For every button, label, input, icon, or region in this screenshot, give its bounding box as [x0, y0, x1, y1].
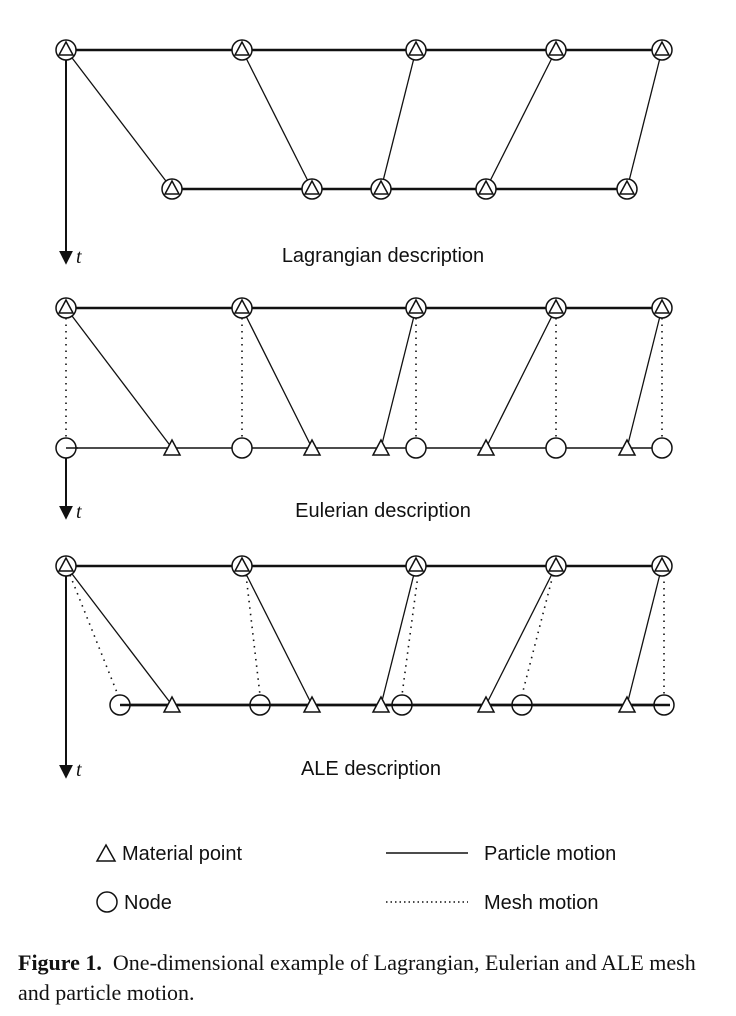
node	[545, 437, 567, 459]
panel-caption-ale: ALE description	[301, 758, 441, 780]
material-point	[476, 438, 496, 456]
material-point	[162, 438, 182, 456]
figure-caption-text: One-dimensional example of Lagrangian, E…	[18, 950, 696, 1005]
legend-node-label: Node	[124, 892, 172, 914]
nodes	[55, 555, 675, 716]
material-point	[617, 695, 637, 713]
particle-motion-lines	[65, 307, 663, 449]
material-point	[618, 179, 636, 195]
panel-caption-lagrangian: Lagrangian description	[282, 245, 484, 267]
panel-lagrangian	[55, 39, 673, 265]
material-point	[371, 438, 391, 456]
node	[231, 437, 253, 459]
material-points	[57, 40, 671, 195]
material-point	[57, 40, 75, 56]
nodes	[55, 297, 673, 459]
material-point	[407, 40, 425, 56]
material-points	[57, 298, 671, 456]
node	[405, 437, 427, 459]
time-label: t	[76, 501, 82, 523]
material-point	[653, 298, 671, 314]
material-point	[617, 438, 637, 456]
time-label: t	[76, 759, 82, 781]
particle-motion-lines	[65, 49, 663, 190]
legend	[95, 843, 468, 913]
material-point	[302, 438, 322, 456]
material-point	[57, 298, 75, 314]
legend-particle-motion-label: Particle motion	[484, 843, 616, 865]
material-point	[653, 556, 671, 572]
material-point-legend-icon	[95, 843, 117, 862]
node-legend-icon	[96, 891, 118, 913]
legend-mesh-motion-label: Mesh motion	[484, 892, 599, 914]
material-point	[162, 695, 182, 713]
material-point	[233, 556, 251, 572]
material-point	[407, 556, 425, 572]
material-points	[57, 556, 671, 713]
material-point	[547, 556, 565, 572]
legend-material-point-label: Material point	[122, 843, 243, 865]
material-point	[57, 556, 75, 572]
mesh-motion-lines	[69, 574, 665, 696]
particle-motion-lines	[65, 565, 663, 706]
material-point	[233, 40, 251, 56]
time-label: t	[76, 246, 82, 268]
material-point	[163, 179, 181, 195]
material-point	[233, 298, 251, 314]
figure-caption: Figure 1. One-dimensional example of Lag…	[18, 948, 718, 1008]
material-point	[653, 40, 671, 56]
mesh-motion-lines	[65, 318, 663, 438]
material-point	[372, 179, 390, 195]
panel-eulerian	[55, 297, 673, 520]
material-point	[476, 695, 496, 713]
material-point	[477, 179, 495, 195]
material-point	[547, 40, 565, 56]
material-point	[547, 298, 565, 314]
nodes	[55, 39, 673, 200]
material-point	[407, 298, 425, 314]
node	[651, 437, 673, 459]
material-point	[303, 179, 321, 195]
material-point	[302, 695, 322, 713]
material-point	[371, 695, 391, 713]
panel-caption-eulerian: Eulerian description	[295, 500, 471, 522]
panel-ale	[55, 555, 675, 779]
figure-caption-label: Figure 1.	[18, 950, 102, 975]
